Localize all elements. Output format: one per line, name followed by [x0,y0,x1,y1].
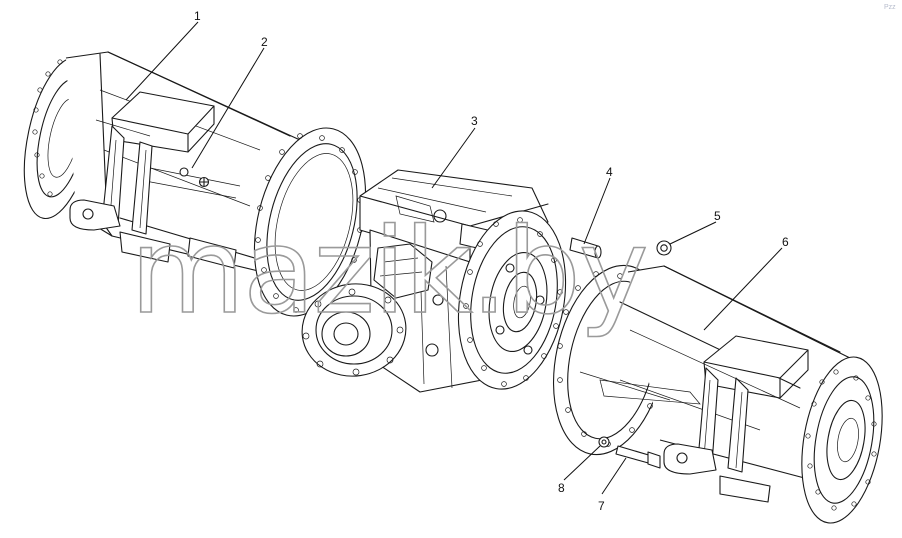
leader-1 [125,21,199,101]
small-nut [598,436,610,448]
nut [656,240,672,256]
bolt [615,445,661,469]
callout-6: 6 [782,235,789,249]
leader-5 [669,221,717,245]
leader-lines [125,21,783,495]
stud-pin [569,237,602,259]
leader-3 [431,127,476,189]
callout-3: 3 [471,114,478,128]
callout-2: 2 [261,35,268,49]
left-housing-inner-flange [253,127,367,317]
leader-8 [563,445,601,481]
breather-fitting [179,167,210,188]
corner-mark: Pzz [884,4,896,11]
leader-6 [703,247,783,331]
right-axle-housing [552,264,883,524]
leader-4 [583,177,611,245]
callout-numbers: 1 2 3 4 5 6 7 8 [194,9,789,513]
leader-7 [601,457,627,495]
differential-carrier [301,169,567,393]
leader-2 [191,47,265,169]
callout-8: 8 [558,481,565,495]
watermark: mazik.by [130,202,647,340]
callout-5: 5 [714,209,721,223]
callout-1: 1 [194,9,201,23]
callout-4: 4 [606,165,613,179]
callout-7: 7 [598,499,605,513]
